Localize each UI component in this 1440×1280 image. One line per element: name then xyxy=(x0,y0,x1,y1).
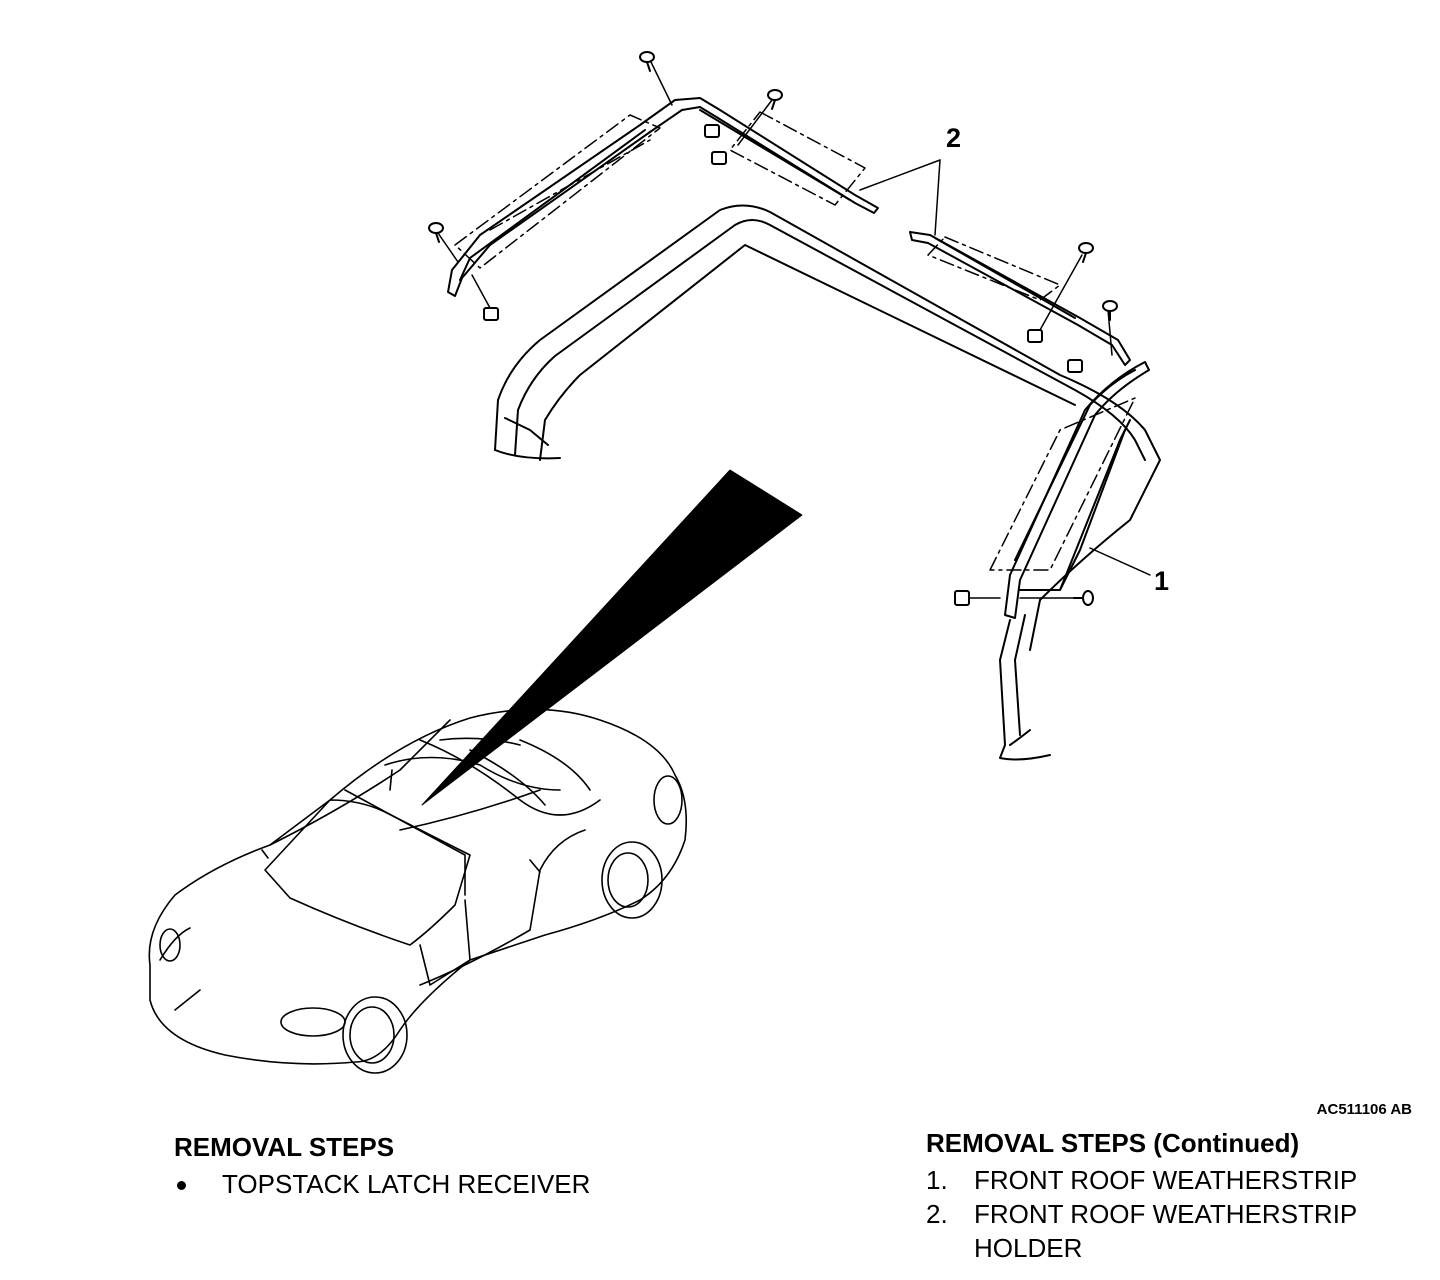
fastener-leaders xyxy=(437,59,1113,599)
weatherstrip-holder-left xyxy=(447,97,879,297)
step-number: 2. xyxy=(926,1199,948,1229)
list-item: 2. FRONT ROOF WEATHERSTRIP xyxy=(926,1197,1357,1231)
step-text: FRONT ROOF WEATHERSTRIP xyxy=(974,1165,1358,1195)
figure-id: AC511106 AB xyxy=(1316,1101,1412,1118)
car-outline xyxy=(148,708,688,1074)
step-text: TOPSTACK LATCH RECEIVER xyxy=(222,1169,591,1199)
exploded-parts-diagram xyxy=(148,51,1161,1074)
bullet-icon xyxy=(177,1181,186,1190)
right-steps-title: REMOVAL STEPS (Continued) xyxy=(926,1128,1300,1158)
screw-icon xyxy=(428,51,1118,606)
clip-icon xyxy=(483,124,1083,606)
step-number: 1. xyxy=(926,1165,948,1195)
front-roof-weatherstrip xyxy=(1004,361,1150,619)
list-item: 1. FRONT ROOF WEATHERSTRIP xyxy=(926,1163,1357,1197)
callout-2: 2 xyxy=(946,123,962,153)
step-text: FRONT ROOF WEATHERSTRIP xyxy=(974,1199,1358,1229)
phantom-outlines xyxy=(454,111,1136,571)
list-item: TOPSTACK LATCH RECEIVER xyxy=(174,1167,590,1201)
step-number xyxy=(926,1231,974,1265)
callout-leaders xyxy=(859,159,1151,576)
left-steps-title: REMOVAL STEPS xyxy=(174,1132,395,1162)
removal-steps-right: REMOVAL STEPS (Continued) 1. FRONT ROOF … xyxy=(926,1128,1357,1265)
view-pointer xyxy=(421,469,803,806)
step-text: HOLDER xyxy=(974,1233,1083,1263)
weatherstrip-holder-right xyxy=(909,231,1131,366)
callout-1: 1 xyxy=(1154,566,1170,596)
windshield-frame xyxy=(494,204,1161,761)
list-item: HOLDER xyxy=(926,1231,1357,1265)
removal-steps-left: REMOVAL STEPS TOPSTACK LATCH RECEIVER xyxy=(174,1132,590,1201)
